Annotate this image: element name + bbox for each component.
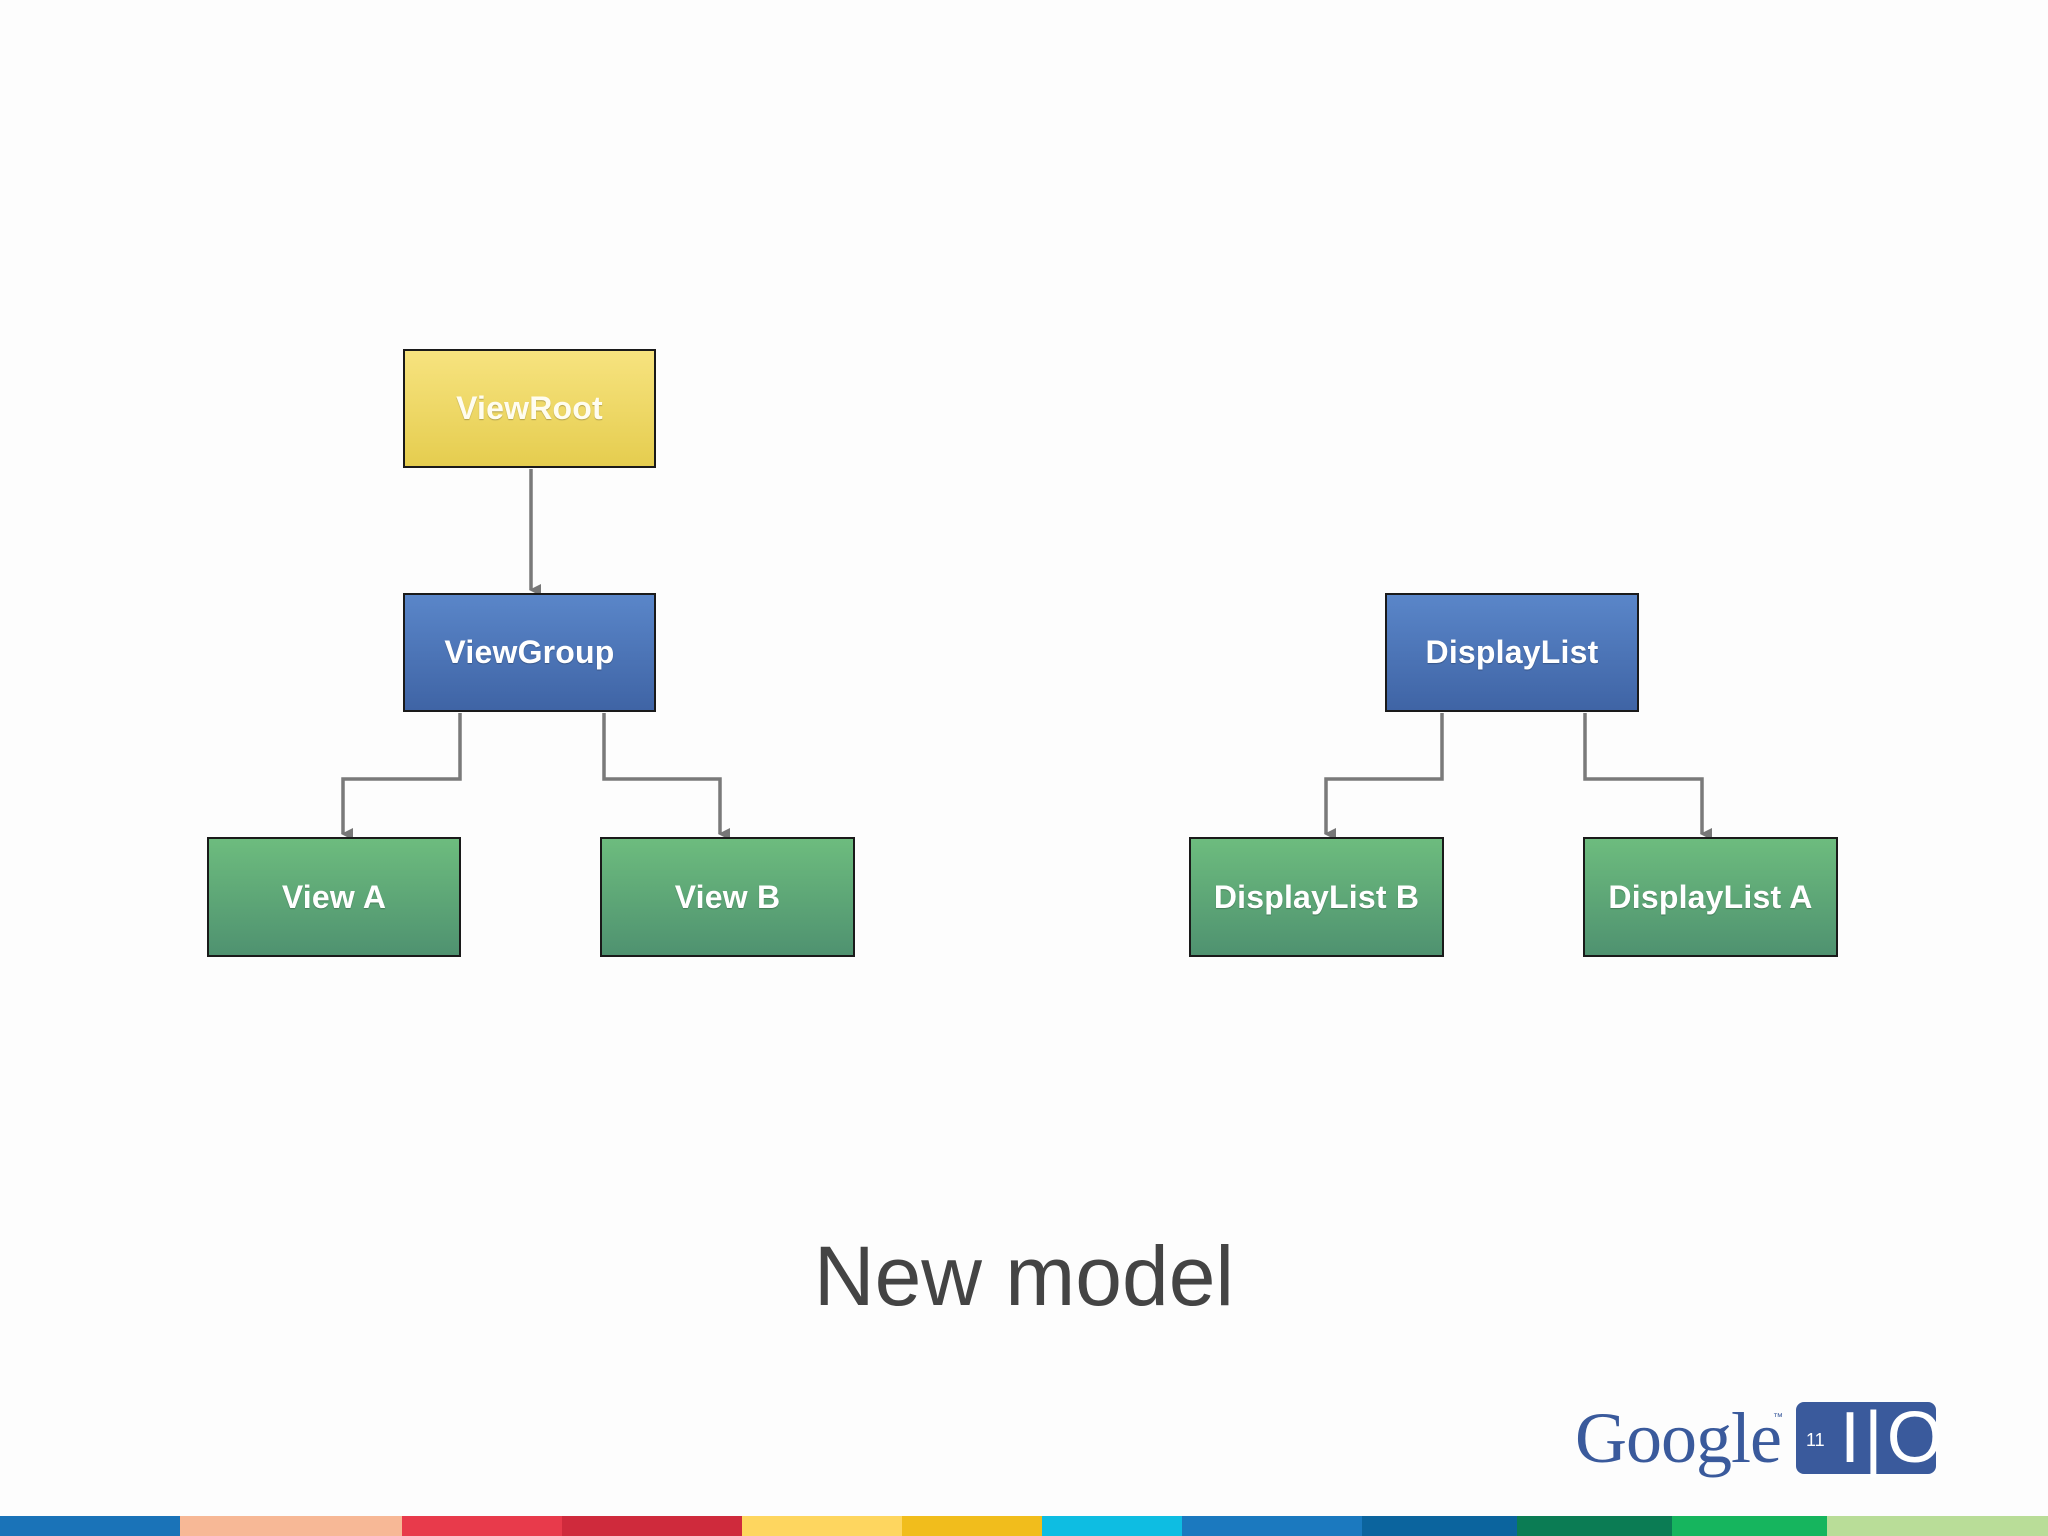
logo-io: I|O: [1840, 1398, 1947, 1478]
stripe-segment: [1672, 1516, 1827, 1536]
node-view-b: View B: [600, 837, 855, 957]
edge-viewgroup-viewb: [602, 713, 730, 840]
stripe-segment: [1182, 1516, 1362, 1536]
node-displaylist-b: DisplayList B: [1189, 837, 1444, 957]
node-viewgroup-label: ViewGroup: [444, 634, 615, 670]
node-displaylist-label: DisplayList: [1425, 634, 1599, 670]
node-displaylist-a-label: DisplayList A: [1608, 878, 1813, 915]
node-viewroot-label: ViewRoot: [456, 390, 603, 426]
color-stripe: [0, 1516, 2048, 1536]
stripe-segment: [902, 1516, 1042, 1536]
stripe-segment: [1827, 1516, 2048, 1536]
stripe-segment: [1517, 1516, 1672, 1536]
node-view-b-label: View B: [674, 878, 781, 915]
slide-caption: New model: [813, 1229, 1235, 1323]
stripe-segment: [0, 1516, 180, 1536]
edge-viewgroup-viewa: [341, 713, 462, 840]
node-displaylist-b-label: DisplayList B: [1213, 878, 1420, 915]
logo-wordmark: Google: [1575, 1398, 1782, 1478]
stripe-segment: [742, 1516, 902, 1536]
stripe-segment: [562, 1516, 742, 1536]
node-displaylist-a: DisplayList A: [1583, 837, 1838, 957]
logo-year: 11: [1806, 1430, 1825, 1450]
stripe-segment: [1042, 1516, 1182, 1536]
stripe-segment: [1362, 1516, 1517, 1536]
node-displaylist: DisplayList: [1385, 593, 1639, 712]
node-view-a: View A: [207, 837, 461, 957]
node-viewgroup: ViewGroup: [403, 593, 656, 712]
stripe-segment: [180, 1516, 402, 1536]
edge-displaylist-dla: [1583, 713, 1712, 840]
stripe-segment: [402, 1516, 562, 1536]
logo-badge: 11 I|O: [1796, 1398, 1943, 1478]
edge-displaylist-dlb: [1324, 713, 1444, 840]
node-viewroot: ViewRoot: [403, 349, 656, 468]
logo-trademark: ™: [1773, 1412, 1783, 1423]
node-view-a-label: View A: [281, 878, 387, 915]
